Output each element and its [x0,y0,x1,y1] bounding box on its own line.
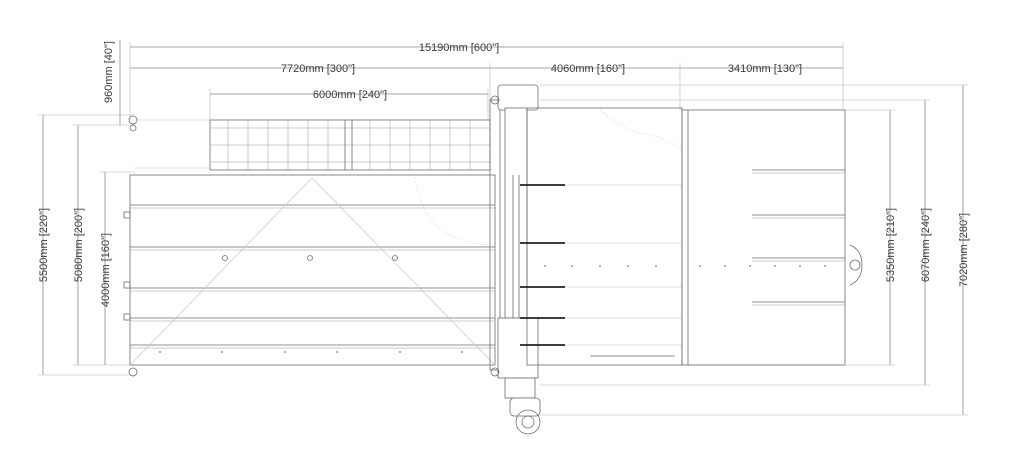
dimension-left-mid-height: 5080mm [200"] [73,208,85,282]
dimension-middle-section: 4060mm [160"] [551,63,625,75]
horizontal-dimensions: 15190mm [600"] 7720mm [300"] 4060mm [160… [129,42,844,120]
dimension-left-outer-height: 5500mm [220"] [38,208,50,282]
dimension-right-section: 3410mm [130"] [728,63,802,75]
saw-carriage [489,84,541,435]
dimension-right-inner-height: 5350mm [210"] [885,208,897,282]
left-table [123,115,496,377]
right-vertical-dimensions: 5350mm [210"] 6070mm [240"] 7020mm [280"… [540,84,970,416]
right-table [681,109,863,366]
middle-table [520,107,683,366]
dimension-top-offset: 960mm [40"] [103,41,115,103]
dimension-loading-table: 6000mm [240"] [313,89,387,101]
left-vertical-dimensions: 960mm [40"] 5500mm [220"] 5080mm [200"] … [38,40,135,376]
loading-table-frame [135,119,491,171]
dimension-left-section: 7720mm [300"] [281,63,355,75]
dimension-left-inner-height: 4000mm [160"] [100,233,112,307]
dimension-right-outer-height: 7020mm [280"] [958,213,970,287]
dimension-overall-width: 15190mm [600"] [419,42,499,54]
dimension-right-mid-height: 6070mm [240"] [920,208,932,282]
